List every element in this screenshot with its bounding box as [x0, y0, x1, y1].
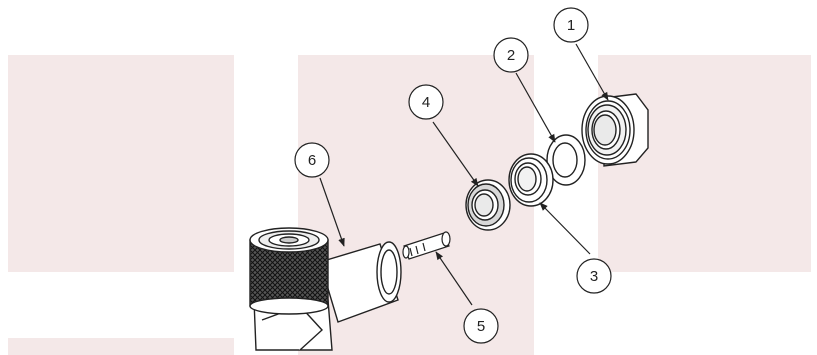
- svg-text:4: 4: [422, 94, 430, 111]
- callout-5: 5: [463, 308, 499, 344]
- background-panel-left: [8, 55, 234, 272]
- leader-2: [515, 72, 556, 143]
- svg-text:3: 3: [590, 268, 598, 285]
- leader-lines: [319, 43, 609, 306]
- part-1-hex-coupling-nut: [581, 93, 649, 167]
- part-2-flat-washer: [546, 134, 586, 186]
- leader-1: [575, 43, 609, 101]
- part-4-gasket-bushing: [465, 179, 511, 231]
- callout-1: 1: [553, 7, 589, 43]
- leader-3: [539, 202, 591, 255]
- callout-2: 2: [493, 37, 529, 73]
- part-6-right-angle-connector-body: [249, 227, 402, 351]
- leader-5: [435, 251, 473, 306]
- leader-4: [432, 121, 479, 187]
- callout-3: 3: [576, 258, 612, 294]
- callout-4: 4: [408, 84, 444, 120]
- leader-6: [319, 177, 345, 247]
- part-5-center-contact-pin: [402, 231, 451, 260]
- background-panel-left-bottom: [8, 338, 234, 355]
- part-3-clamp-ring: [508, 153, 554, 207]
- svg-text:1: 1: [567, 17, 575, 34]
- callout-6: 6: [294, 142, 330, 178]
- svg-text:6: 6: [308, 152, 316, 169]
- svg-text:5: 5: [477, 318, 485, 335]
- svg-text:2: 2: [507, 47, 515, 64]
- background-panel-right: [598, 55, 811, 272]
